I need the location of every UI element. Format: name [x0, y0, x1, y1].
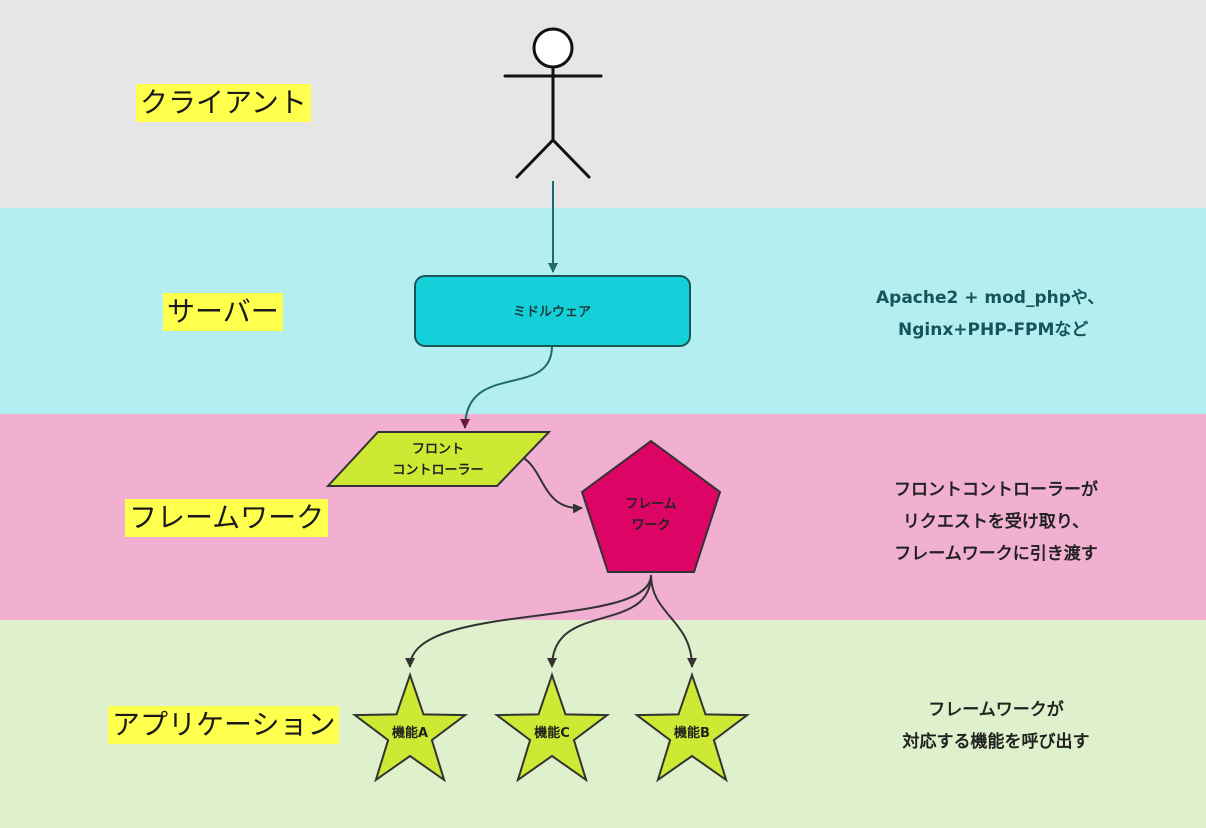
arrow-front-controller-to-framework	[521, 456, 583, 514]
feature-a-label: 機能A	[392, 725, 428, 741]
feature-b-node: 機能B	[633, 671, 751, 783]
feature-a-node: 機能A	[351, 671, 469, 783]
middleware-node: ミドルウェア	[414, 275, 691, 347]
feature-c-label: 機能C	[534, 725, 570, 741]
feature-b-label: 機能B	[674, 725, 710, 741]
framework-note-line-1: フロントコントローラーが	[894, 480, 1098, 500]
framework-note-line-3: フレームワークに引き渡す	[894, 544, 1098, 564]
lane-label-framework: フレームワーク	[125, 499, 329, 537]
framework-label-line-1: フレーム	[625, 497, 677, 512]
framework-note-line-2: リクエストを受け取り、	[902, 512, 1090, 532]
lane-label-client: クライアント	[136, 84, 311, 122]
lane-label-server: サーバー	[163, 293, 283, 331]
front-controller-label-line-1: フロント	[412, 442, 464, 457]
server-note: Apache2 + mod_phpや、 Nginx+PHP-FPMなど	[848, 282, 1158, 346]
framework-label-line-2: ワーク	[631, 518, 670, 533]
application-note-line-2: 対応する機能を呼び出す	[902, 732, 1090, 752]
application-note-line-1: フレームワークが	[928, 700, 1064, 720]
server-note-line-2: Nginx+PHP-FPMなど	[898, 320, 1089, 340]
arrow-framework-to-feature-b	[650, 574, 697, 668]
actor-icon	[503, 27, 603, 179]
server-note-line-1: Apache2 + mod_phpや、	[876, 288, 1105, 308]
arrow-framework-to-feature-a	[405, 574, 652, 668]
lane-label-application: アプリケーション	[108, 706, 340, 744]
arrow-framework-to-feature-c	[547, 574, 652, 668]
framework-node: フレーム ワーク	[580, 439, 722, 573]
feature-c-node: 機能C	[493, 671, 611, 783]
arrow-middleware-to-front-controller	[460, 345, 553, 429]
application-note: フレームワークが 対応する機能を呼び出す	[846, 694, 1146, 758]
middleware-label: ミドルウェア	[513, 305, 591, 320]
framework-note: フロントコントローラーが リクエストを受け取り、 フレームワークに引き渡す	[846, 474, 1146, 570]
front-controller-node: フロント コントローラー	[325, 431, 552, 487]
front-controller-label-line-2: コントローラー	[392, 463, 483, 478]
